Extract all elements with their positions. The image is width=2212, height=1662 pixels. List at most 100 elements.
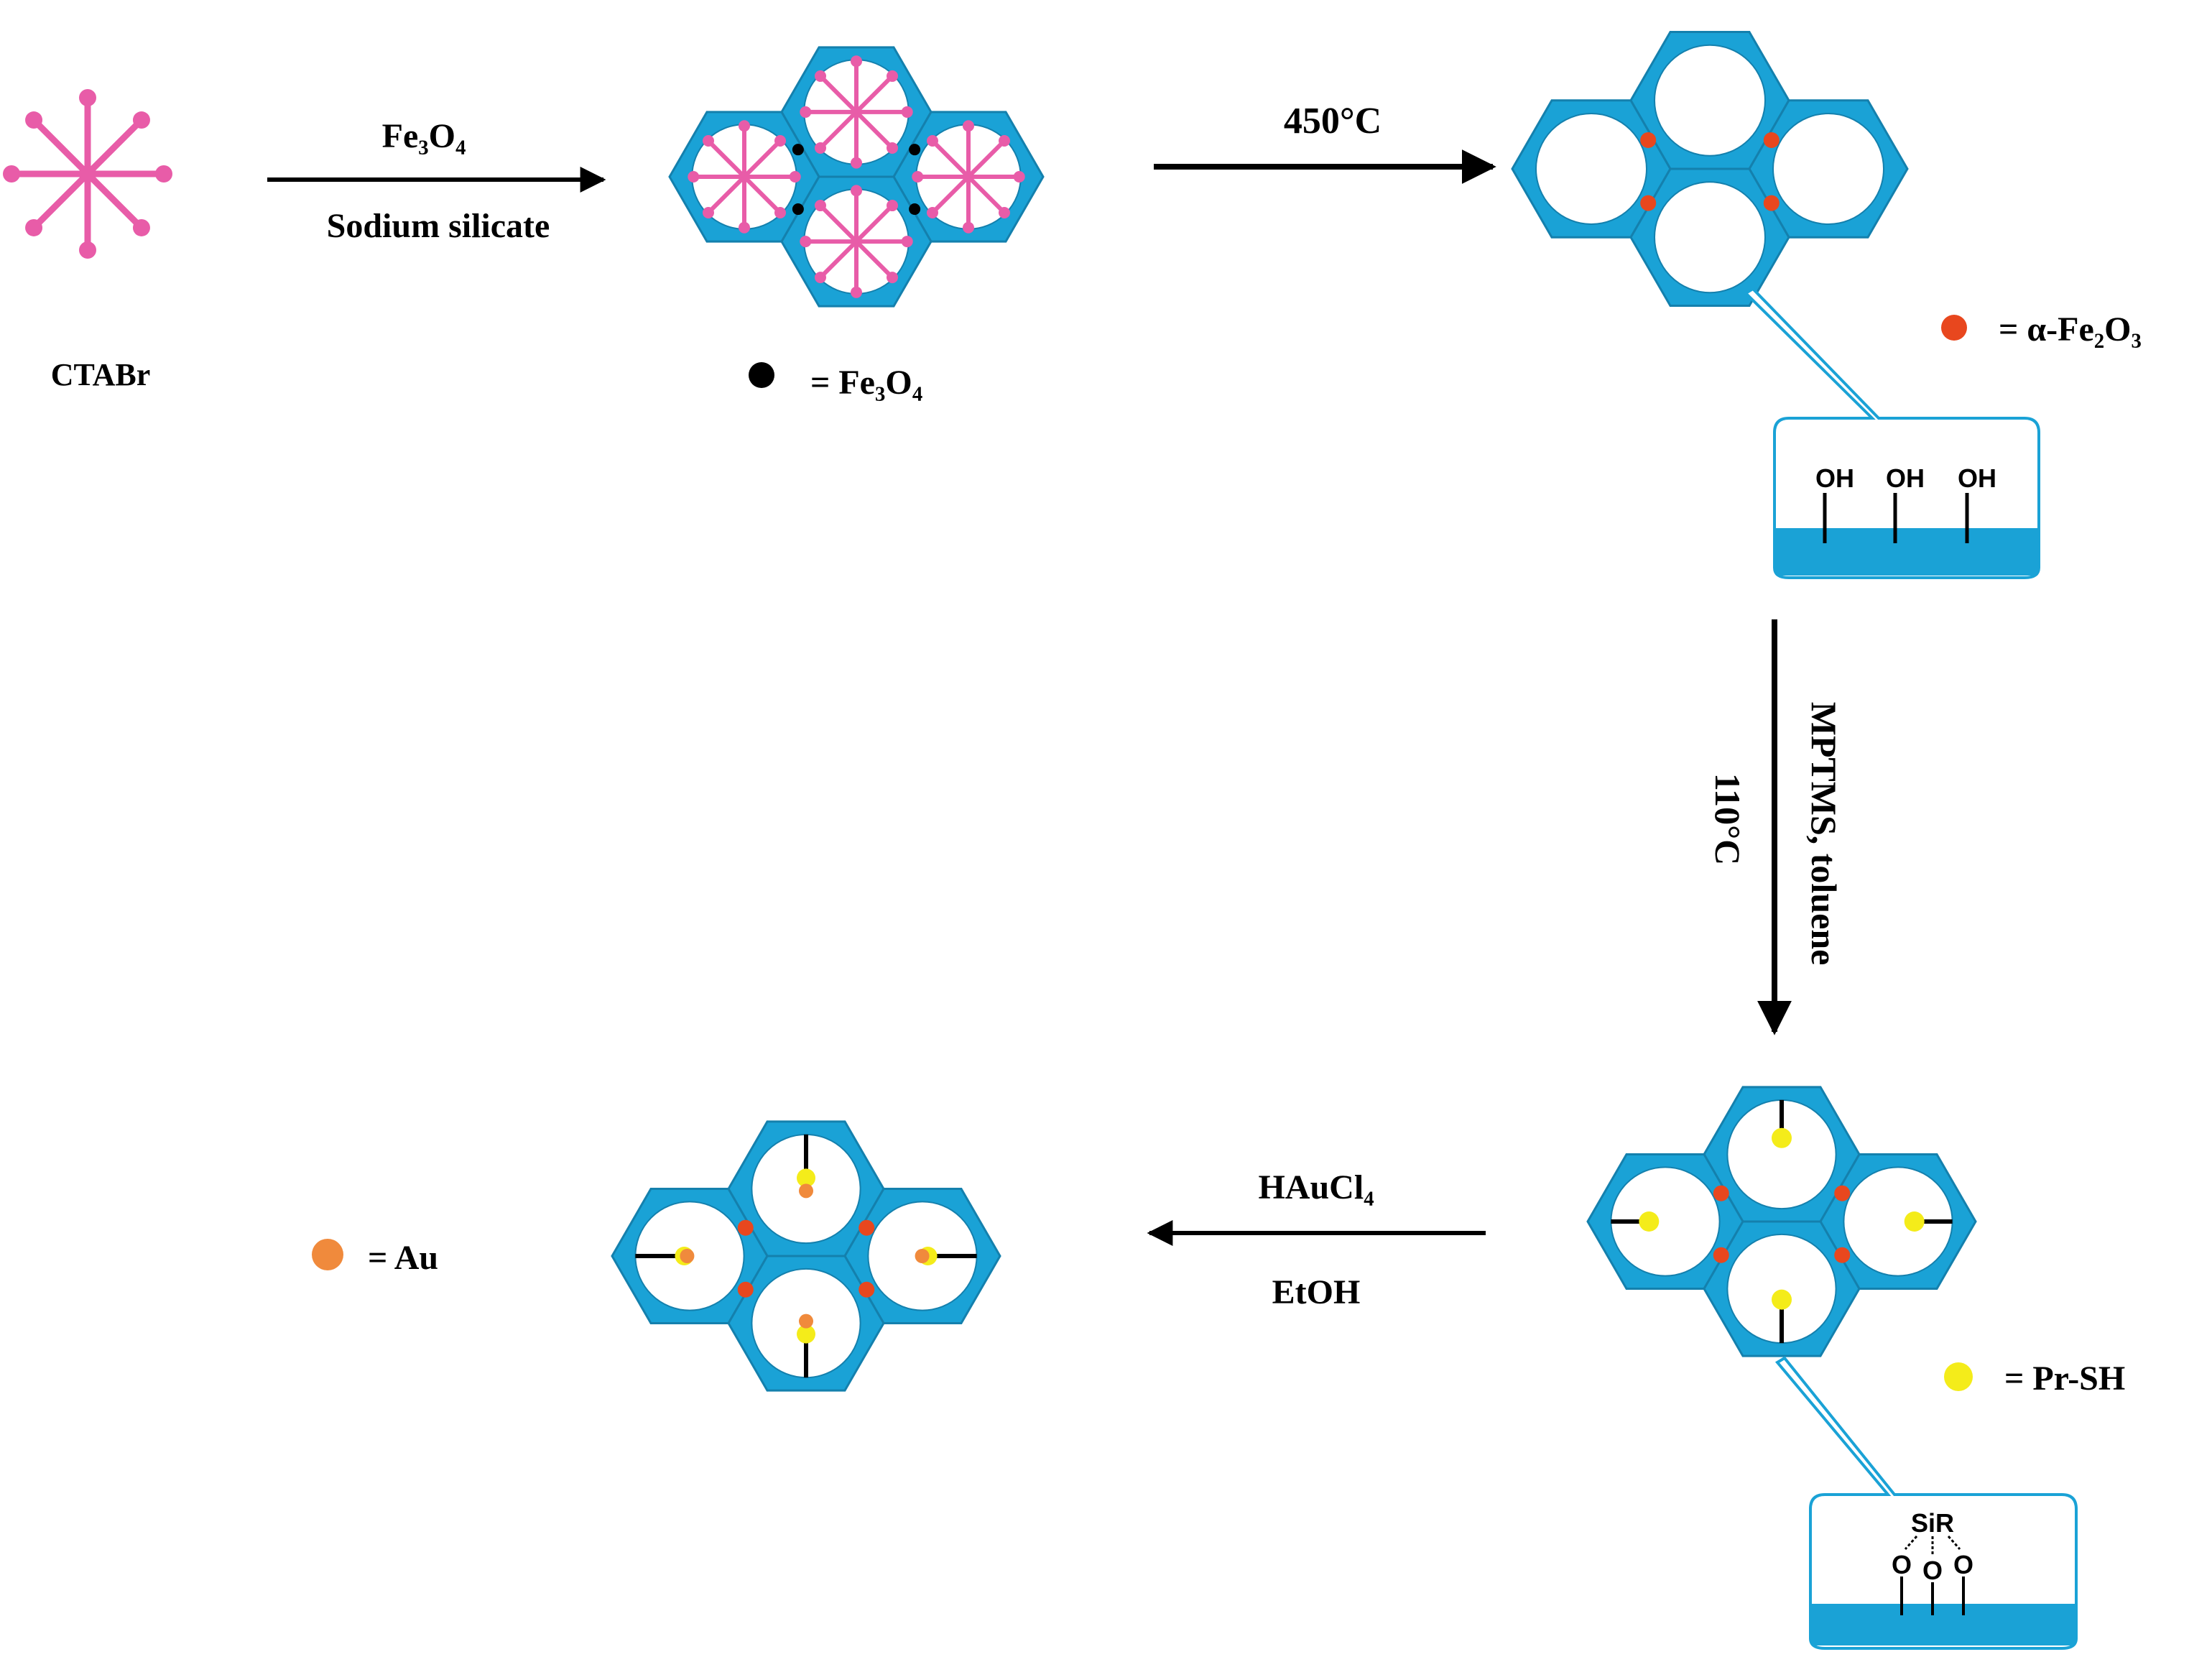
ctab-template-head <box>814 70 826 82</box>
ctab-template-head <box>800 106 812 118</box>
ctabr-tail-arm <box>30 170 91 231</box>
step3-reagents: MPTMS, toluene <box>1804 702 1844 966</box>
fe2o3-particle <box>1763 195 1780 211</box>
ctabr-tail-head <box>79 89 96 106</box>
ctab-template-head <box>926 207 938 219</box>
fe2o3-legend-label: = α-Fe₂O₃ <box>1999 310 2142 348</box>
step3-temperature: 110°C <box>1708 773 1748 865</box>
step2-condition: 450°C <box>1284 101 1382 142</box>
ctabr-tail-arm <box>30 116 91 177</box>
ctab-template-head <box>901 106 913 118</box>
ctab-template-head <box>702 134 714 147</box>
ctab-template-head <box>800 236 812 248</box>
ctabr-core <box>79 165 96 183</box>
fe2o3-particle <box>859 1281 875 1298</box>
ctab-template-head <box>851 157 862 169</box>
fe2o3-particle <box>1713 1185 1729 1201</box>
ctab-template-head <box>739 120 750 132</box>
ctab-template-arm <box>705 175 746 216</box>
step1-reagent: Fe₃O₄ <box>382 117 466 155</box>
ctabr-tail-arm <box>84 170 145 231</box>
prsh-legend-label: = Pr-SH <box>2004 1359 2125 1398</box>
ctabr-tail-head <box>25 218 43 236</box>
ctab-template-head <box>739 221 750 234</box>
ctab-template-head <box>926 134 938 147</box>
pore-channel-top <box>1654 44 1766 157</box>
ctab-template-arm <box>854 73 895 114</box>
ctab-template-head <box>851 286 862 298</box>
ctab-template-head <box>851 55 862 68</box>
ctab-template-arm <box>854 203 895 244</box>
ctabr-micelle <box>3 89 172 259</box>
ctab-template-head <box>999 134 1011 147</box>
fe2o3-particle <box>737 1281 754 1298</box>
ctab-template-arm <box>742 175 783 216</box>
ctab-template-head <box>774 207 787 219</box>
au-legend-dot <box>312 1239 343 1270</box>
sir-surface-callout: SiR O O O <box>1774 1356 2078 1650</box>
ctab-template-head <box>887 200 899 212</box>
fe3o4-legend-label: = Fe₃O₄ <box>810 364 922 402</box>
fe2o3-particle <box>737 1219 754 1236</box>
au-legend-label: = Au <box>368 1239 438 1277</box>
oh-group-1: OH <box>1815 463 1854 493</box>
ctab-template-arm <box>930 175 971 216</box>
gold-nanoparticle <box>799 1314 813 1329</box>
thiol-group <box>1772 1289 1792 1310</box>
ctab-template-head <box>789 171 801 183</box>
ctab-template-head <box>814 272 826 284</box>
ctab-template-arm <box>705 138 746 179</box>
ctabr-tail-head <box>25 111 43 129</box>
pore-channel-bottom <box>1654 181 1766 294</box>
ctabr-tail-head <box>132 218 150 236</box>
ctab-template-head <box>963 221 974 234</box>
fe2o3-legend-dot <box>1941 315 1967 341</box>
structure-gold-loaded <box>611 1120 1001 1392</box>
fe3o4-particle <box>909 144 921 156</box>
ctab-template-arm <box>742 138 783 179</box>
fe2o3-particle <box>1834 1185 1851 1201</box>
ctab-template-head <box>963 120 974 132</box>
thiol-group <box>797 1324 815 1344</box>
gold-nanoparticle <box>915 1249 930 1263</box>
fe2o3-particle <box>1713 1247 1729 1263</box>
fe3o4-particle <box>792 203 804 216</box>
step1-solvent: Sodium silicate <box>327 207 550 245</box>
ctab-template-arm <box>930 138 971 179</box>
prsh-legend-dot <box>1944 1362 1973 1391</box>
sir-oxygen-1: O <box>1892 1550 1912 1579</box>
oh-group-3: OH <box>1958 463 1996 493</box>
oh-surface-callout: OH OH OH <box>1743 287 2040 579</box>
thiol-group <box>1772 1127 1792 1148</box>
fe3o4-particle <box>909 203 921 216</box>
ctabr-tail-head <box>79 241 96 259</box>
fe3o4-particle <box>792 144 804 156</box>
ctab-template-head <box>774 134 787 147</box>
ctab-template-head <box>887 142 899 154</box>
fe3o4-legend-dot <box>749 362 774 388</box>
ctab-template-arm <box>818 239 859 280</box>
thiol-group <box>1904 1211 1925 1232</box>
ctab-template-head <box>901 236 913 248</box>
ctab-template-arm <box>818 109 859 150</box>
ctab-template-head <box>912 171 924 183</box>
structure-templated <box>668 46 1045 308</box>
ctab-template-arm <box>818 73 859 114</box>
ctab-template-arm <box>818 203 859 244</box>
gold-nanoparticle <box>680 1249 695 1263</box>
fe2o3-particle <box>1640 131 1657 148</box>
ctab-template-head <box>702 207 714 219</box>
ctabr-tail-head <box>155 165 172 183</box>
fe2o3-particle <box>1763 131 1780 148</box>
ctab-template-arm <box>966 138 1007 179</box>
thiol-group <box>797 1168 815 1188</box>
pore-channel-left <box>1535 113 1647 225</box>
ctab-template-head <box>688 171 700 183</box>
ctabr-label: CTABr <box>51 357 151 392</box>
gold-nanoparticle <box>799 1183 813 1199</box>
fe2o3-particle <box>1834 1247 1851 1263</box>
ctab-template-head <box>814 142 826 154</box>
sir-oxygen-2: O <box>1922 1556 1943 1585</box>
ctab-template-head <box>814 200 826 212</box>
